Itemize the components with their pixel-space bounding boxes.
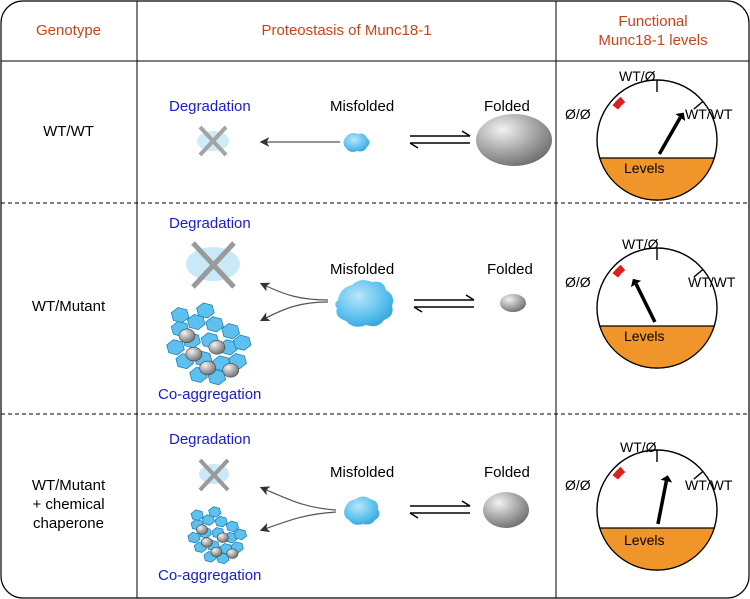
level-gauge	[596, 79, 718, 201]
genotype-label: WT/WT	[43, 123, 94, 140]
aggregated-misfolded-protein	[166, 339, 185, 356]
gauge-label-left: Ø/Ø	[565, 274, 591, 290]
gauge-needle-head	[675, 112, 686, 121]
gauge-tick	[693, 100, 704, 110]
aggregated-misfolded-protein	[214, 515, 228, 528]
aggregated-folded-protein	[199, 360, 217, 376]
header-genotype: Genotype	[35, 22, 102, 39]
aggregated-misfolded-protein	[196, 302, 215, 319]
misfolded-protein-blob	[343, 133, 370, 152]
genotype-label: chaperone	[33, 515, 104, 532]
gauge-center-label: Levels	[624, 532, 665, 548]
aggregated-folded-protein	[178, 328, 196, 343]
gauge-min-mark	[612, 264, 626, 278]
header-functional-line1: Functional	[618, 13, 688, 30]
gauge-label-right: WT/WT	[685, 477, 733, 493]
header-proteostasis: Proteostasis of Munc18-1	[261, 22, 432, 39]
aggregated-folded-protein	[226, 548, 239, 559]
header-functional-line2: Munc18-1 levels	[598, 32, 708, 49]
gauge-tick	[693, 470, 704, 480]
aggregated-folded-protein	[208, 340, 226, 355]
equilibrium-arrows	[413, 294, 475, 313]
degradation-arrow	[259, 282, 329, 301]
coaggregation-arrow	[259, 301, 329, 322]
gauge-min-mark	[612, 466, 626, 480]
gauge-label-top: WT/Ø	[622, 236, 659, 252]
aggregated-folded-protein	[222, 363, 240, 378]
misfolded-label: Misfolded	[330, 261, 395, 278]
coaggregation-label: Co-aggregation	[158, 567, 262, 584]
aggregated-folded-protein	[185, 347, 203, 362]
aggregated-folded-protein	[196, 524, 208, 535]
aggregated-misfolded-protein	[232, 334, 252, 351]
gauge-base	[598, 157, 716, 201]
coaggregation-label: Co-aggregation	[158, 386, 262, 403]
folded-label: Folded	[484, 464, 530, 481]
aggregated-misfolded-protein	[225, 520, 239, 533]
genotype-label: + chemical	[32, 496, 105, 513]
degraded-protein-icon	[186, 241, 240, 289]
gauge-tick	[693, 268, 704, 278]
degradation-label: Degradation	[169, 215, 251, 232]
gauge-label-top: WT/Ø	[620, 439, 657, 455]
gauge-min-mark	[612, 96, 626, 110]
equilibrium-arrows	[409, 130, 471, 149]
degradation-arrow	[259, 486, 337, 511]
misfolded-label: Misfolded	[330, 464, 395, 481]
aggregated-misfolded-protein	[205, 316, 224, 333]
equilibrium-arrows	[409, 500, 471, 519]
gauge-label-left: Ø/Ø	[565, 106, 591, 122]
gauge-needle-head	[630, 278, 642, 288]
folded-protein	[476, 114, 552, 166]
folded-protein	[500, 294, 526, 312]
folded-protein	[483, 492, 529, 528]
folded-label: Folded	[484, 98, 530, 115]
gauge-base	[598, 325, 716, 369]
gauge-base	[598, 527, 716, 571]
aggregated-folded-protein	[210, 546, 223, 558]
degraded-protein-icon	[197, 125, 229, 157]
aggregated-folded-protein	[200, 537, 213, 548]
aggregated-misfolded-protein	[170, 307, 190, 324]
gauge-needle	[656, 480, 669, 525]
misfolded-protein-blob	[344, 496, 380, 525]
misfolded-label: Misfolded	[330, 98, 395, 115]
degradation-label: Degradation	[169, 431, 251, 448]
aggregated-misfolded-protein	[187, 531, 201, 544]
misfolded-protein-blob	[335, 280, 394, 327]
gauge-label-right: WT/WT	[688, 274, 736, 290]
degradation-label: Degradation	[169, 98, 251, 115]
gauge-needle	[657, 116, 682, 155]
degraded-protein-icon	[198, 458, 230, 492]
level-gauge	[596, 247, 718, 369]
genotype-label: WT/Mutant	[31, 477, 106, 494]
aggregated-folded-protein	[216, 532, 229, 543]
genotype-label: WT/Mutant	[31, 298, 106, 315]
aggregated-misfolded-protein	[208, 506, 222, 518]
gauge-label-right: WT/WT	[685, 106, 733, 122]
aggregated-misfolded-protein	[190, 509, 204, 521]
folded-label: Folded	[487, 261, 533, 278]
gauge-label-left: Ø/Ø	[565, 477, 591, 493]
gauge-needle-head	[660, 475, 673, 483]
gauge-center-label: Levels	[624, 160, 665, 176]
gauge-needle	[634, 283, 657, 323]
aggregated-misfolded-protein	[221, 323, 240, 340]
gauge-center-label: Levels	[624, 328, 665, 344]
gauge-label-top: WT/Ø	[619, 68, 656, 84]
coaggregate-cluster	[166, 302, 252, 386]
aggregated-misfolded-protein	[233, 528, 247, 541]
level-gauge	[596, 449, 718, 571]
coaggregate-cluster	[187, 506, 247, 565]
coaggregation-arrow	[259, 511, 337, 533]
